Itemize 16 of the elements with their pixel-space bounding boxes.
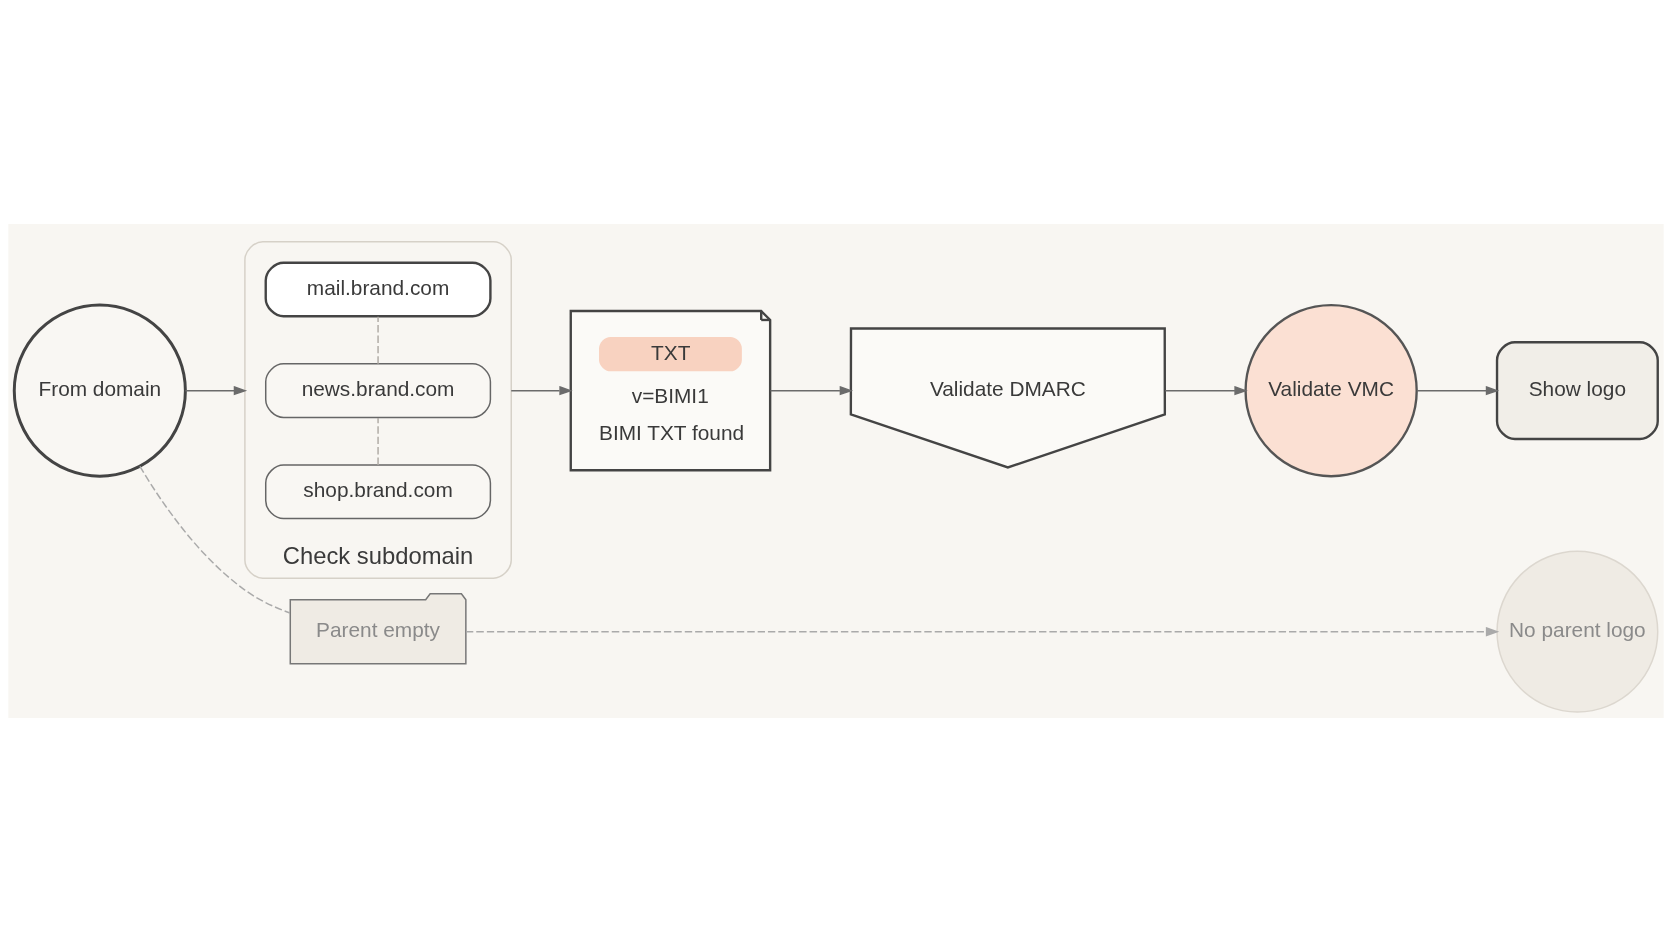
connector [139, 465, 291, 614]
connector [377, 315, 379, 365]
arrow [1416, 385, 1500, 395]
node-box: shop.brand.com [265, 463, 492, 519]
arrow [465, 626, 1500, 636]
connector [377, 416, 379, 466]
node-circle: No parent logo [1496, 550, 1659, 713]
node-box: news.brand.com [265, 362, 492, 418]
node-circle: Validate VMC [1244, 303, 1418, 477]
node-circle: From domain [12, 303, 187, 478]
node-box: Show logo [1495, 340, 1659, 440]
node-box: mail.brand.com [264, 261, 492, 317]
arrow [184, 385, 248, 395]
arrow [510, 385, 573, 395]
arrow [1164, 385, 1248, 395]
arrow [769, 385, 854, 395]
